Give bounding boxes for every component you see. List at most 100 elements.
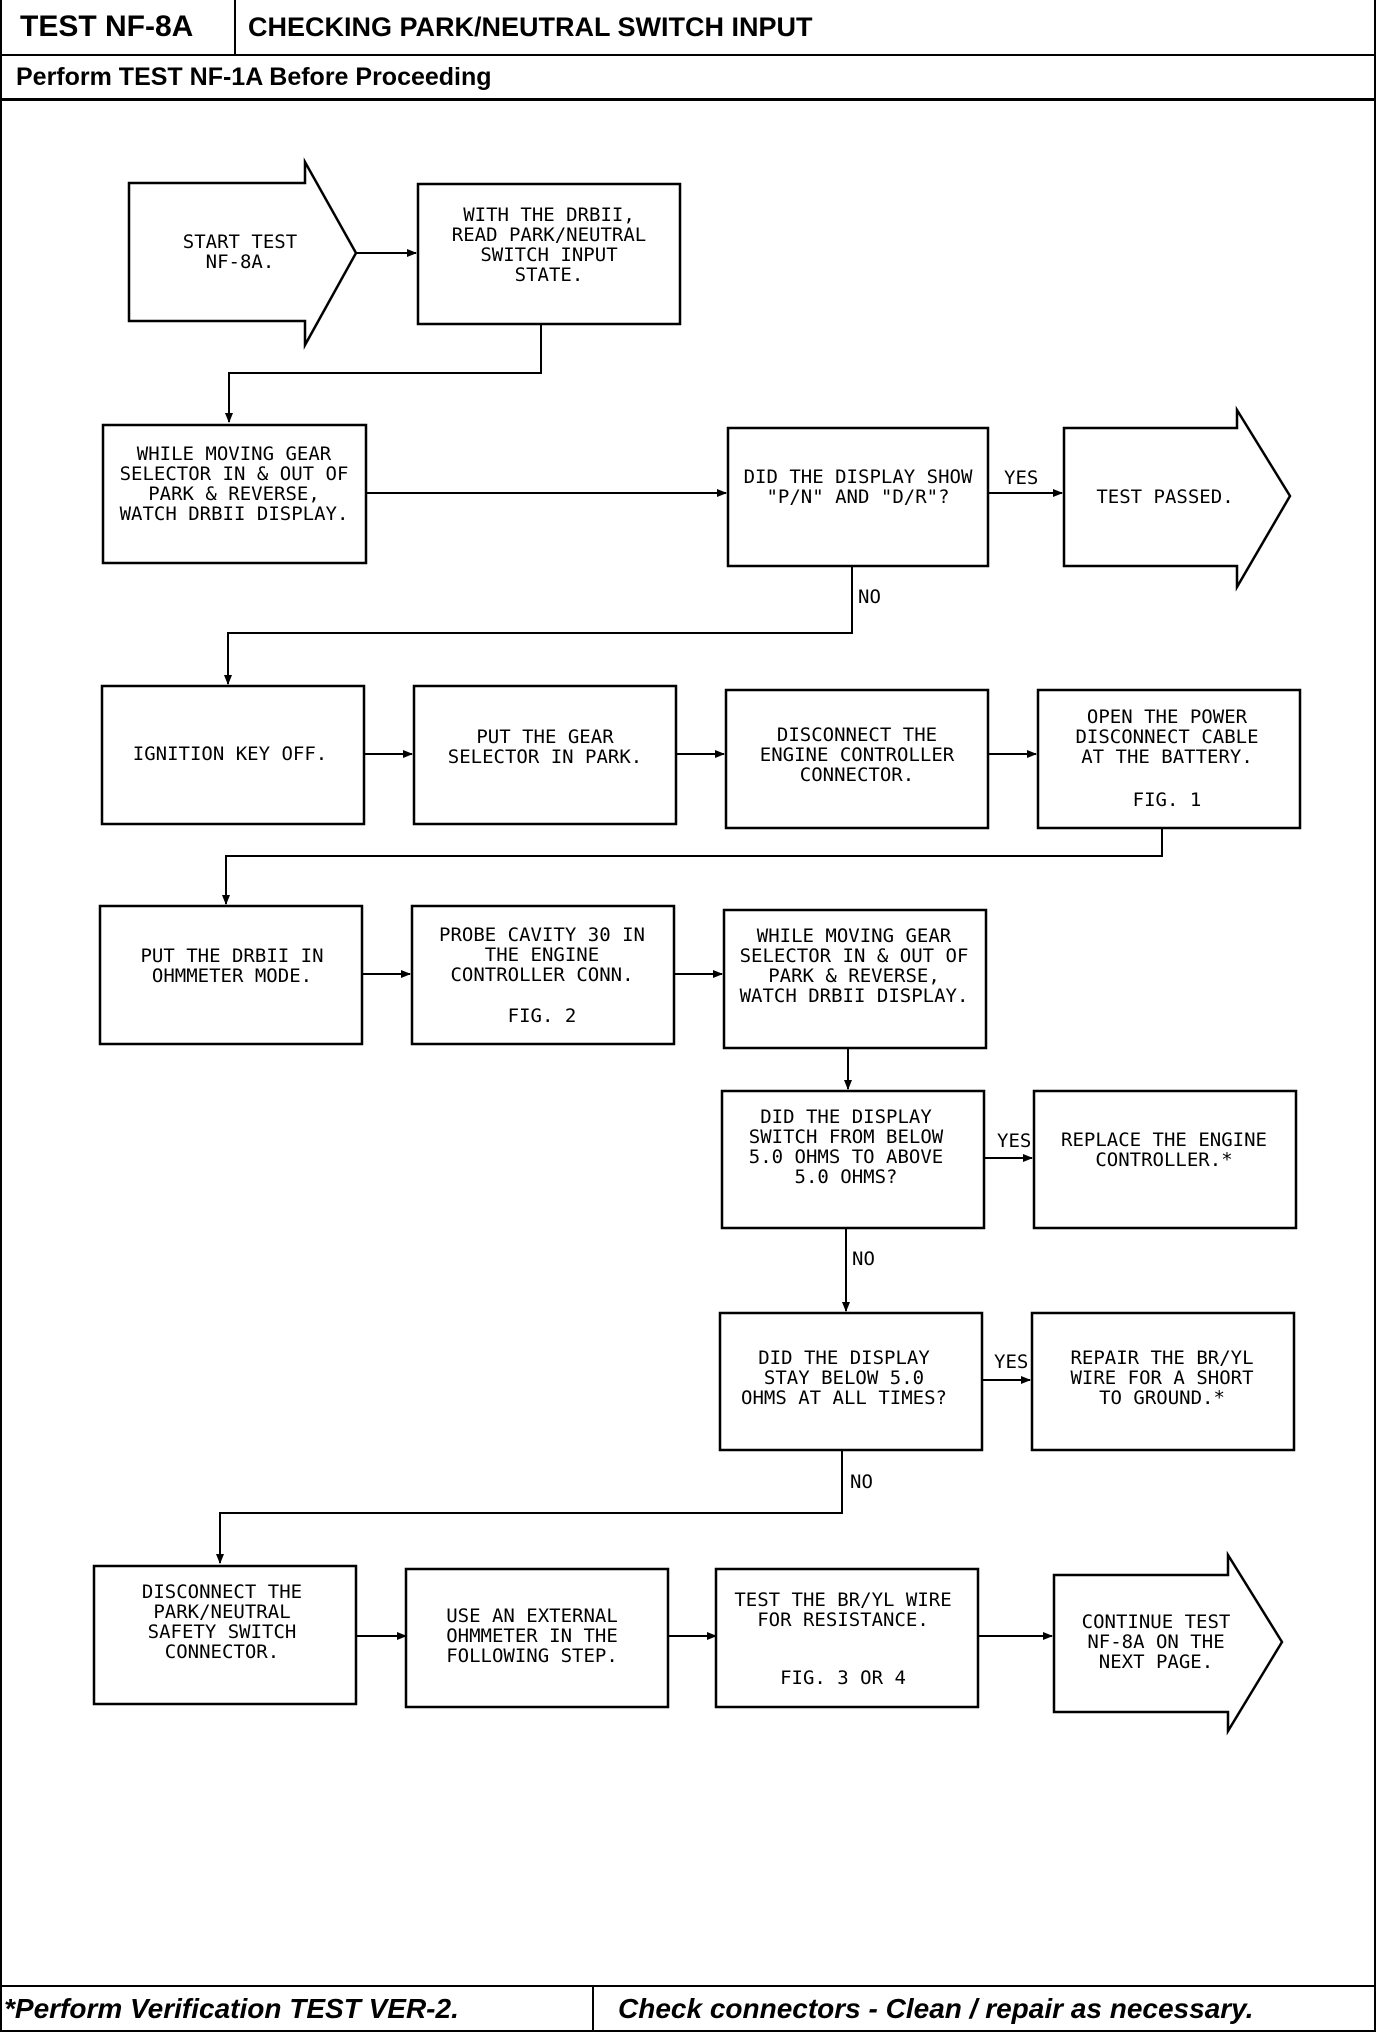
node-label-line: PARK & REVERSE, <box>148 483 320 505</box>
node-label: IGNITION KEY OFF. <box>133 743 327 765</box>
node-label-line: WITH THE DRBII, <box>463 204 635 226</box>
node-label-line: NEXT PAGE. <box>1099 1651 1213 1673</box>
node-label-line: DISCONNECT THE <box>142 1581 302 1603</box>
verification-note: *Perform Verification TEST VER-2. <box>2 1987 594 2030</box>
branch-label-yes: YES <box>997 1130 1031 1152</box>
test-passed-node: TEST PASSED. <box>1062 405 1292 592</box>
node-label-line: OHMMETER MODE. <box>152 965 312 987</box>
node-label-line: 5.0 OHMS TO ABOVE <box>749 1146 943 1168</box>
node-label-line: DID THE DISPLAY <box>758 1347 930 1369</box>
node-label: TEST PASSED. <box>1096 486 1233 508</box>
node-label-line: AT THE BATTERY. <box>1081 746 1253 768</box>
node-label-line: WHILE MOVING GEAR <box>137 443 332 465</box>
node-label-line: PUT THE GEAR <box>476 726 614 748</box>
fig-ref: FIG. 1 <box>1133 789 1202 811</box>
node-label-line: STAY BELOW 5.0 <box>764 1367 924 1389</box>
node-label-line: WHILE MOVING GEAR <box>757 925 952 947</box>
branch-label-no: NO <box>852 1248 875 1270</box>
node-label-line: STATE. <box>515 264 584 286</box>
arrow-no-to-safety <box>216 1450 843 1564</box>
node-label-line: READ PARK/NEUTRAL <box>452 224 646 246</box>
branch-label-no: NO <box>850 1471 873 1493</box>
node-label-line: SELECTOR IN & OUT OF <box>120 463 349 485</box>
node-label-line: PROBE CAVITY 30 IN <box>439 924 645 946</box>
node-label-line: 5.0 OHMS? <box>795 1166 898 1188</box>
arrow-read-to-watch <box>225 325 542 423</box>
branch-label-no: NO <box>858 586 881 608</box>
node-label-line: DID THE DISPLAY <box>760 1106 932 1128</box>
node-label-line: CONTINUE TEST <box>1082 1611 1231 1633</box>
fig-ref: FIG. 3 OR 4 <box>780 1667 906 1689</box>
node-label-line: ENGINE CONTROLLER <box>760 744 955 766</box>
node-label-line: FOR RESISTANCE. <box>757 1609 929 1631</box>
ignition-off-node: IGNITION KEY OFF. <box>100 684 366 826</box>
node-label-line: REPLACE THE ENGINE <box>1061 1129 1267 1151</box>
footer-bar: *Perform Verification TEST VER-2. Check … <box>0 1985 1376 2032</box>
node-label-line: NF-8A. <box>206 251 275 273</box>
node-label-line: "P/N" AND "D/R"? <box>766 486 949 508</box>
test-id: TEST NF-8A <box>2 0 236 54</box>
node-label-line: USE AN EXTERNAL <box>446 1605 618 1627</box>
node-label-line: IGNITION KEY OFF. <box>133 743 327 765</box>
node-label-line: TO GROUND.* <box>1099 1387 1225 1409</box>
node-label-line: SELECTOR IN & OUT OF <box>740 945 969 967</box>
node-label-line: OPEN THE POWER <box>1087 706 1248 728</box>
node-label: DID THE DISPLAY SHOW"P/N" AND "D/R"? <box>744 466 973 508</box>
prerequisite-note: Perform TEST NF-1A Before Proceeding <box>0 56 1376 101</box>
arrow-power-to-ohmmeter <box>222 829 1163 905</box>
node-label-line: SAFETY SWITCH <box>148 1621 297 1643</box>
did-display-show-decision: DID THE DISPLAY SHOW"P/N" AND "D/R"? <box>726 426 990 568</box>
node-label-line: PUT THE DRBII IN <box>140 945 323 967</box>
node-label-line: CONTROLLER.* <box>1095 1149 1232 1171</box>
node-label-line: REPAIR THE BR/YL <box>1070 1347 1253 1369</box>
arrow-no-to-ignition <box>224 567 853 685</box>
node-label-line: START TEST <box>183 231 297 253</box>
header-bar: TEST NF-8A CHECKING PARK/NEUTRAL SWITCH … <box>0 0 1376 56</box>
node-label-line: TEST THE BR/YL WIRE <box>734 1589 951 1611</box>
node-label-line: PARK/NEUTRAL <box>153 1601 290 1623</box>
node-label-line: WATCH DRBII DISPLAY. <box>120 503 349 525</box>
node-label-line: TEST PASSED. <box>1096 486 1233 508</box>
connectors-note: Check connectors - Clean / repair as nec… <box>618 1992 1254 2024</box>
page-title: CHECKING PARK/NEUTRAL SWITCH INPUT <box>248 11 813 42</box>
fig-ref: FIG. 2 <box>508 1005 577 1027</box>
connector-lines <box>216 249 1163 1640</box>
node-label-line: NF-8A ON THE <box>1087 1631 1224 1653</box>
node-label-line: CONTROLLER CONN. <box>450 964 633 986</box>
node-label-line: CONNECTOR. <box>165 1641 279 1663</box>
node-label-line: SWITCH INPUT <box>480 244 617 266</box>
node-label-line: SELECTOR IN PARK. <box>448 746 642 768</box>
node-label-line: WATCH DRBII DISPLAY. <box>740 985 969 1007</box>
node-label-line: DISCONNECT THE <box>777 724 937 746</box>
